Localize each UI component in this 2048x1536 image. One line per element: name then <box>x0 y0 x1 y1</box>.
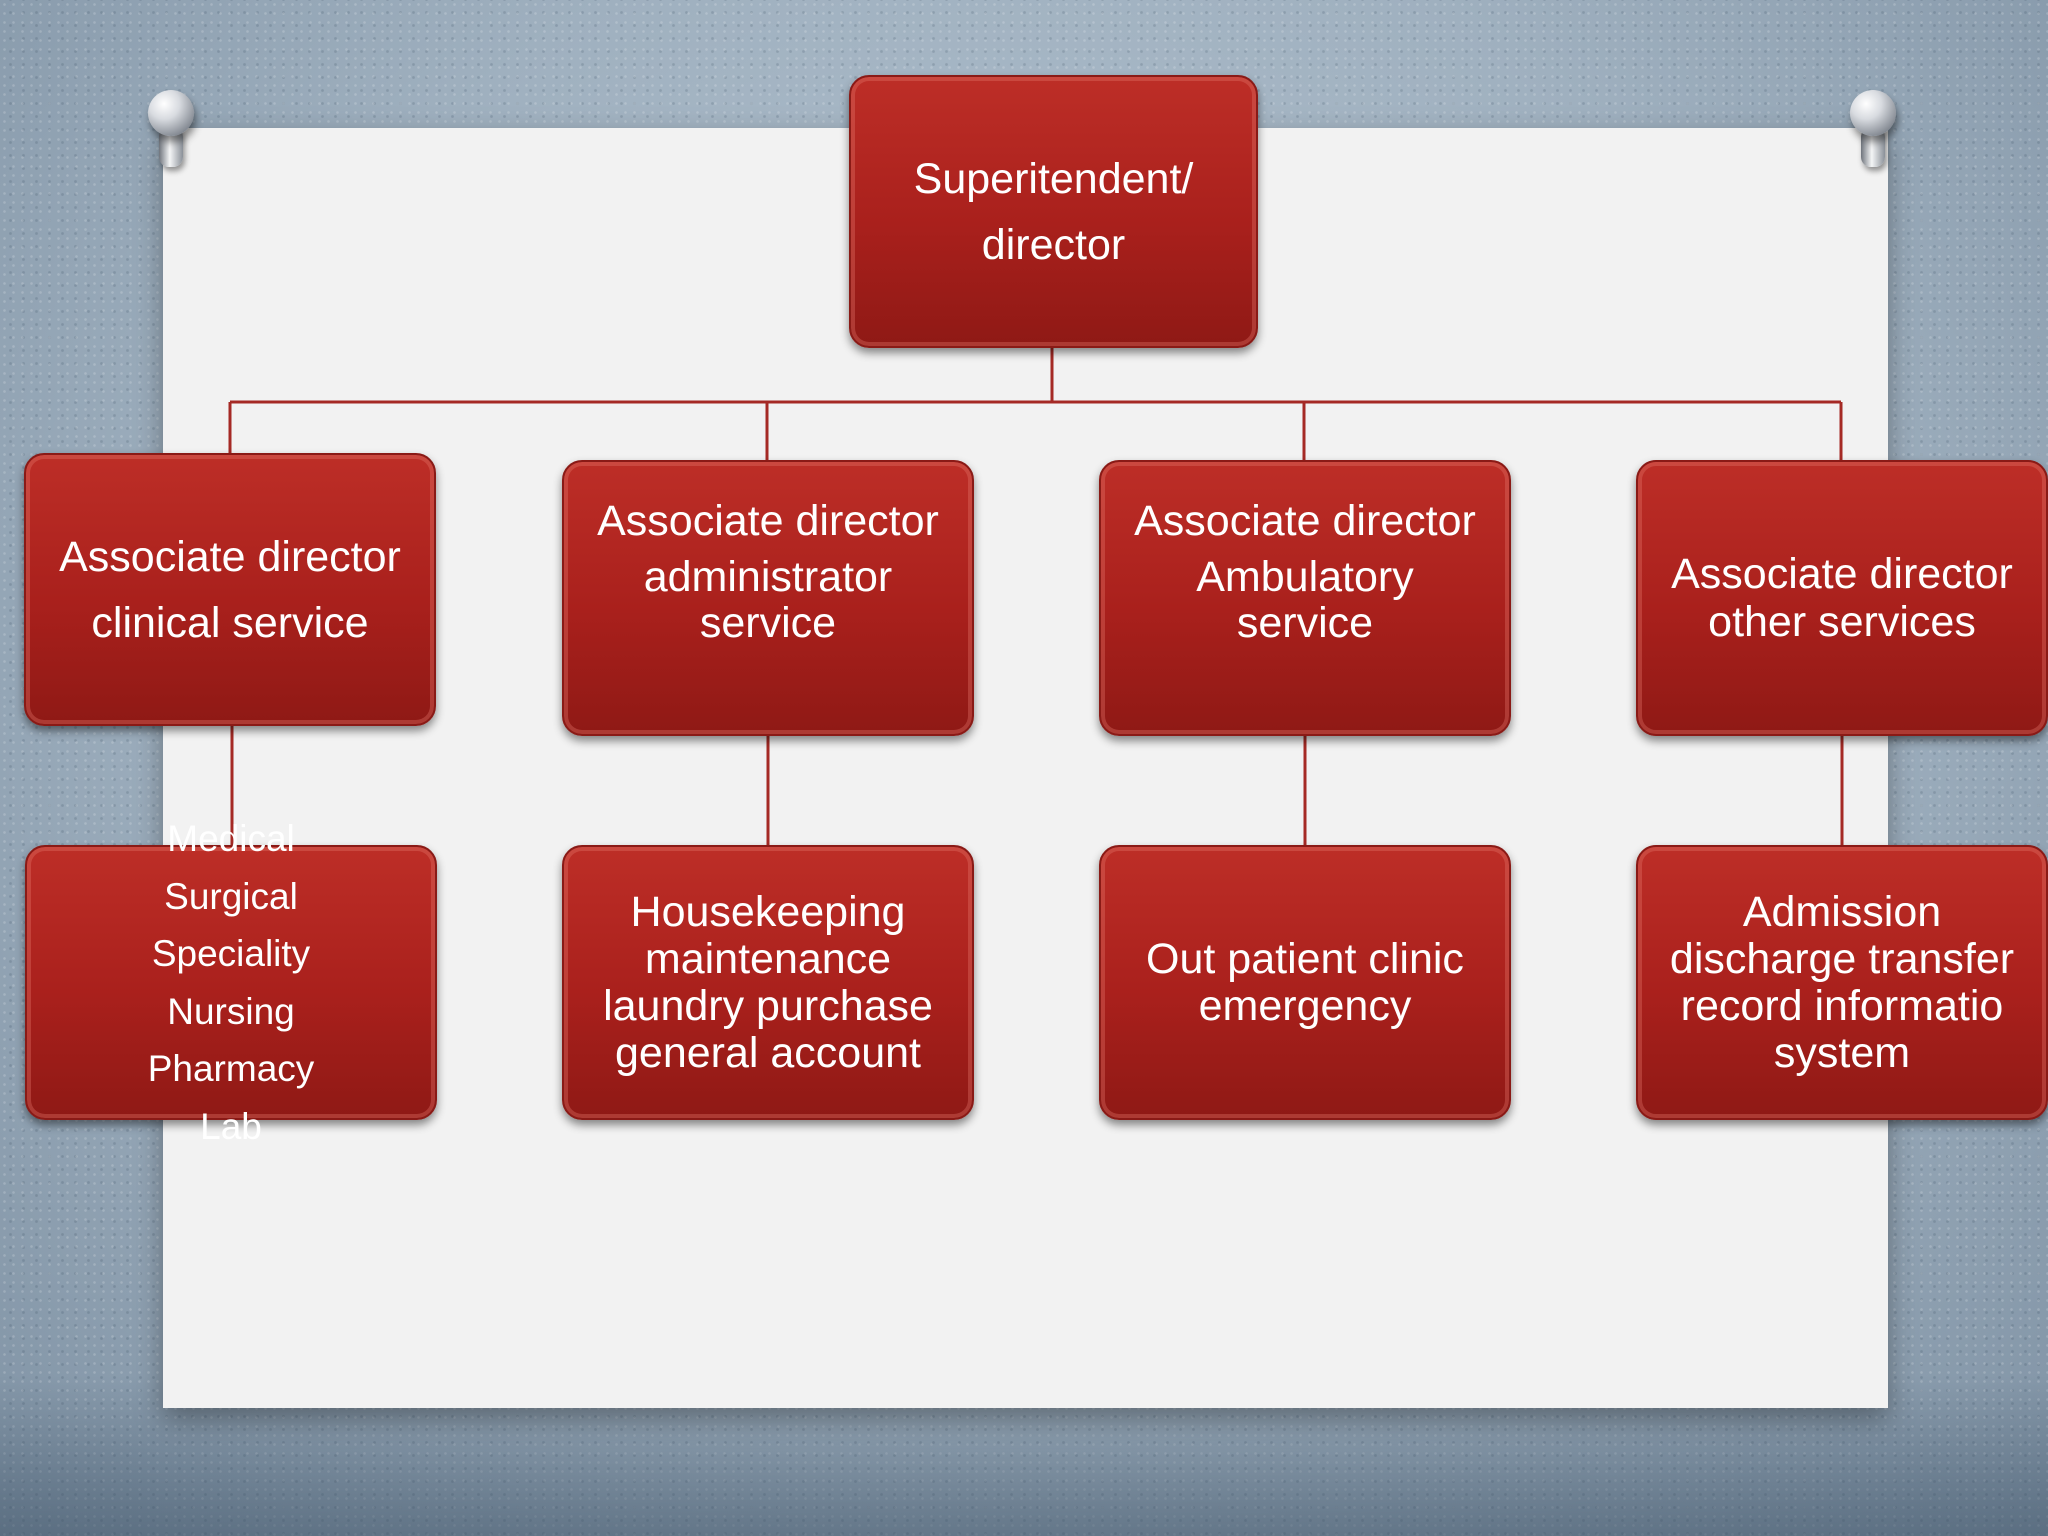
node-other-services: Admission discharge transfer record info… <box>1636 845 2048 1120</box>
other-item-system: system <box>1773 1028 1911 1077</box>
pushpin-right-icon <box>1840 85 1910 175</box>
node-associate-administrator-line1: Associate director <box>597 497 939 545</box>
clinical-item-speciality: Speciality <box>151 933 311 974</box>
admin-item-laundry-purchase: laundry purchase <box>603 981 933 1030</box>
other-item-admission: Admission <box>1742 887 1942 936</box>
node-associate-administrator: Associate director administrator service <box>562 460 974 736</box>
node-associate-other-line1: Associate director <box>1671 550 2013 598</box>
node-ambulatory-services: Out patient clinic emergency <box>1099 845 1511 1120</box>
node-clinical-departments <box>25 845 437 1120</box>
ambulatory-item-outpatient: Out patient clinic <box>1146 934 1464 983</box>
node-associate-other: Associate director other services <box>1636 460 2048 736</box>
clinical-item-pharmacy: Pharmacy <box>147 1048 315 1089</box>
node-associate-ambulatory-line3: service <box>1236 599 1374 647</box>
node-associate-ambulatory-line1: Associate director <box>1134 497 1476 545</box>
clinical-item-lab: Lab <box>200 1105 262 1147</box>
node-associate-other-line2: other services <box>1708 598 1976 646</box>
clinical-item-medical: Medical <box>167 818 295 859</box>
other-item-record-information: record informatio <box>1680 981 2004 1030</box>
clinical-departments-list: Medical Surgical Speciality Nursing Phar… <box>111 810 351 1155</box>
node-superintendent-line1: Superitendent/ <box>913 154 1194 203</box>
other-item-discharge-transfer: discharge transfer <box>1669 934 2015 983</box>
node-superintendent: Superitendent/ director <box>849 75 1258 348</box>
admin-item-maintenance: maintenance <box>644 934 892 983</box>
node-associate-clinical-line2: clinical service <box>91 598 369 647</box>
node-associate-clinical: Associate director clinical service <box>24 453 436 726</box>
ambulatory-item-emergency: emergency <box>1198 981 1412 1030</box>
pushpin-left-icon <box>138 85 208 175</box>
node-associate-administrator-line3: service <box>699 599 837 647</box>
node-administrator-services: Housekeeping maintenance laundry purchas… <box>562 845 974 1120</box>
node-superintendent-line2: director <box>981 220 1126 269</box>
clinical-item-surgical: Surgical <box>164 875 298 917</box>
admin-item-general-account: general account <box>615 1028 921 1077</box>
node-associate-ambulatory: Associate director Ambulatory service <box>1099 460 1511 736</box>
node-associate-administrator-line2: administrator <box>643 553 893 601</box>
node-associate-clinical-line1: Associate director <box>59 532 401 581</box>
node-associate-ambulatory-line2: Ambulatory <box>1196 553 1414 601</box>
admin-item-housekeeping: Housekeeping <box>630 887 906 936</box>
clinical-item-nursing: Nursing <box>167 990 295 1032</box>
